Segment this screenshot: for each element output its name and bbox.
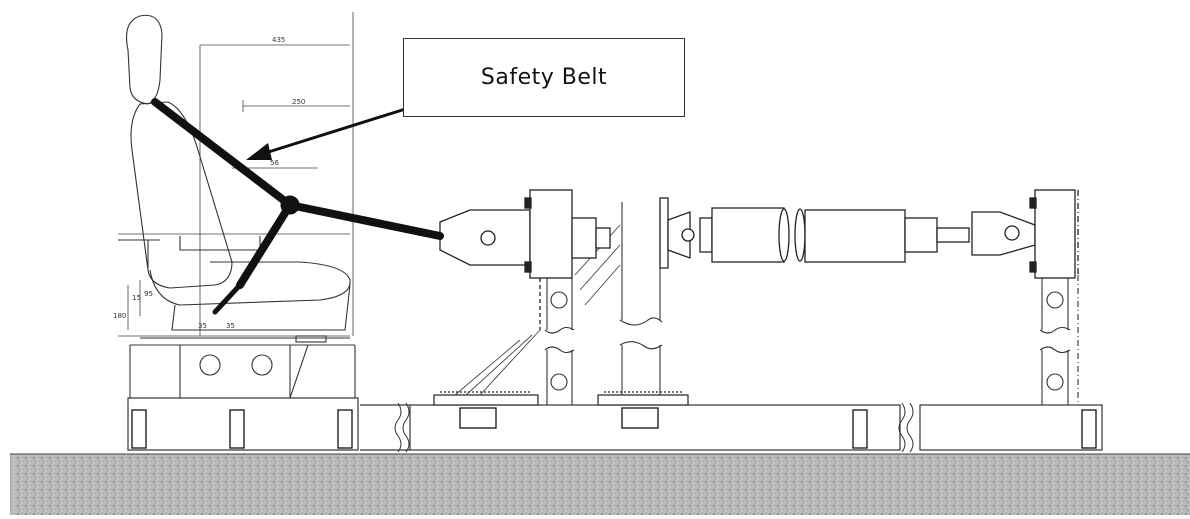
dim-side-b: 180 (113, 312, 126, 320)
callout-arrow (246, 104, 416, 160)
diagonal-braces (454, 224, 621, 396)
hydraulic-cylinder (659, 197, 970, 269)
right-actuator-mount (971, 189, 1079, 279)
dimension-lines (118, 12, 354, 337)
dim-side-c: 95 (144, 290, 153, 298)
seat-base (129, 335, 356, 399)
seat-back (130, 101, 233, 289)
dim-mid: 56 (270, 159, 279, 167)
safety-belt-callout: Safety Belt (403, 38, 685, 117)
headrest (125, 14, 163, 105)
safety-belt (151, 98, 444, 315)
mounting-plates (433, 391, 689, 406)
callout-label: Safety Belt (480, 65, 608, 90)
ground (10, 454, 1190, 515)
seat-cushion (149, 261, 351, 306)
dim-top: 435 (272, 36, 285, 44)
seat (118, 14, 355, 346)
rail-break-marks (394, 402, 914, 453)
floor-rail (127, 397, 1103, 451)
dim-upper: 250 (292, 98, 305, 106)
left-actuator-mount (439, 189, 611, 330)
dim-seat-b: 35 (226, 322, 235, 330)
dim-seat-a: 35 (198, 322, 207, 330)
rail-feet (131, 407, 1097, 449)
dim-side-a: 15 (132, 294, 141, 302)
